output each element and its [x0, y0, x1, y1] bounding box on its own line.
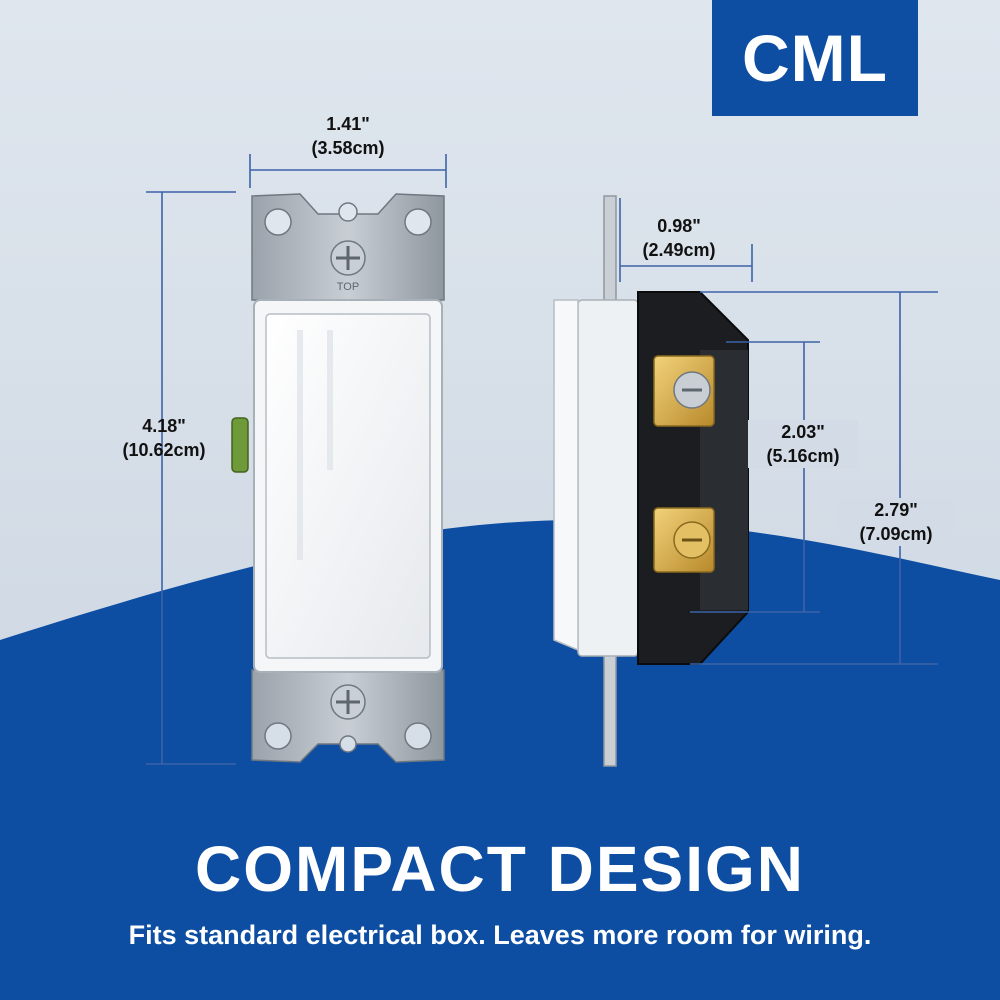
- headline: COMPACT DESIGN: [195, 833, 805, 905]
- terminal-spacing-cm: (5.16cm): [766, 446, 840, 466]
- strap-mark-text: TOP: [337, 281, 359, 293]
- ground-screw: [231, 417, 249, 473]
- front-width-label: 1.41" (3.58cm): [300, 112, 396, 160]
- subline: Fits standard electrical box. Leaves mor…: [128, 920, 872, 950]
- side-rocker: [553, 299, 579, 652]
- front-height-cm: (10.62cm): [122, 440, 206, 460]
- switch-side-view: [553, 195, 749, 767]
- side-depth-cm: (2.49cm): [642, 240, 716, 260]
- front-height-label: 4.18" (10.62cm): [104, 414, 224, 462]
- side-depth-inches: 0.98": [657, 216, 701, 236]
- rocker-paddle: [265, 313, 431, 659]
- body-height-label: 2.79" (7.09cm): [838, 498, 954, 546]
- dimension-lines: [146, 154, 938, 765]
- terminal-spacing-inches: 2.03": [781, 422, 825, 442]
- side-face-plate: [577, 299, 639, 657]
- switch-front-view: TOP: [231, 193, 445, 763]
- front-width-inches: 1.41": [326, 114, 370, 134]
- body-height-inches: 2.79": [874, 500, 918, 520]
- body-height-cm: (7.09cm): [859, 524, 933, 544]
- brand-logo: CML: [712, 0, 918, 116]
- front-height-inches: 4.18": [142, 416, 186, 436]
- side-depth-label: 0.98" (2.49cm): [624, 214, 734, 262]
- front-width-cm: (3.58cm): [311, 138, 385, 158]
- terminal-spacing-label: 2.03" (5.16cm): [748, 420, 858, 468]
